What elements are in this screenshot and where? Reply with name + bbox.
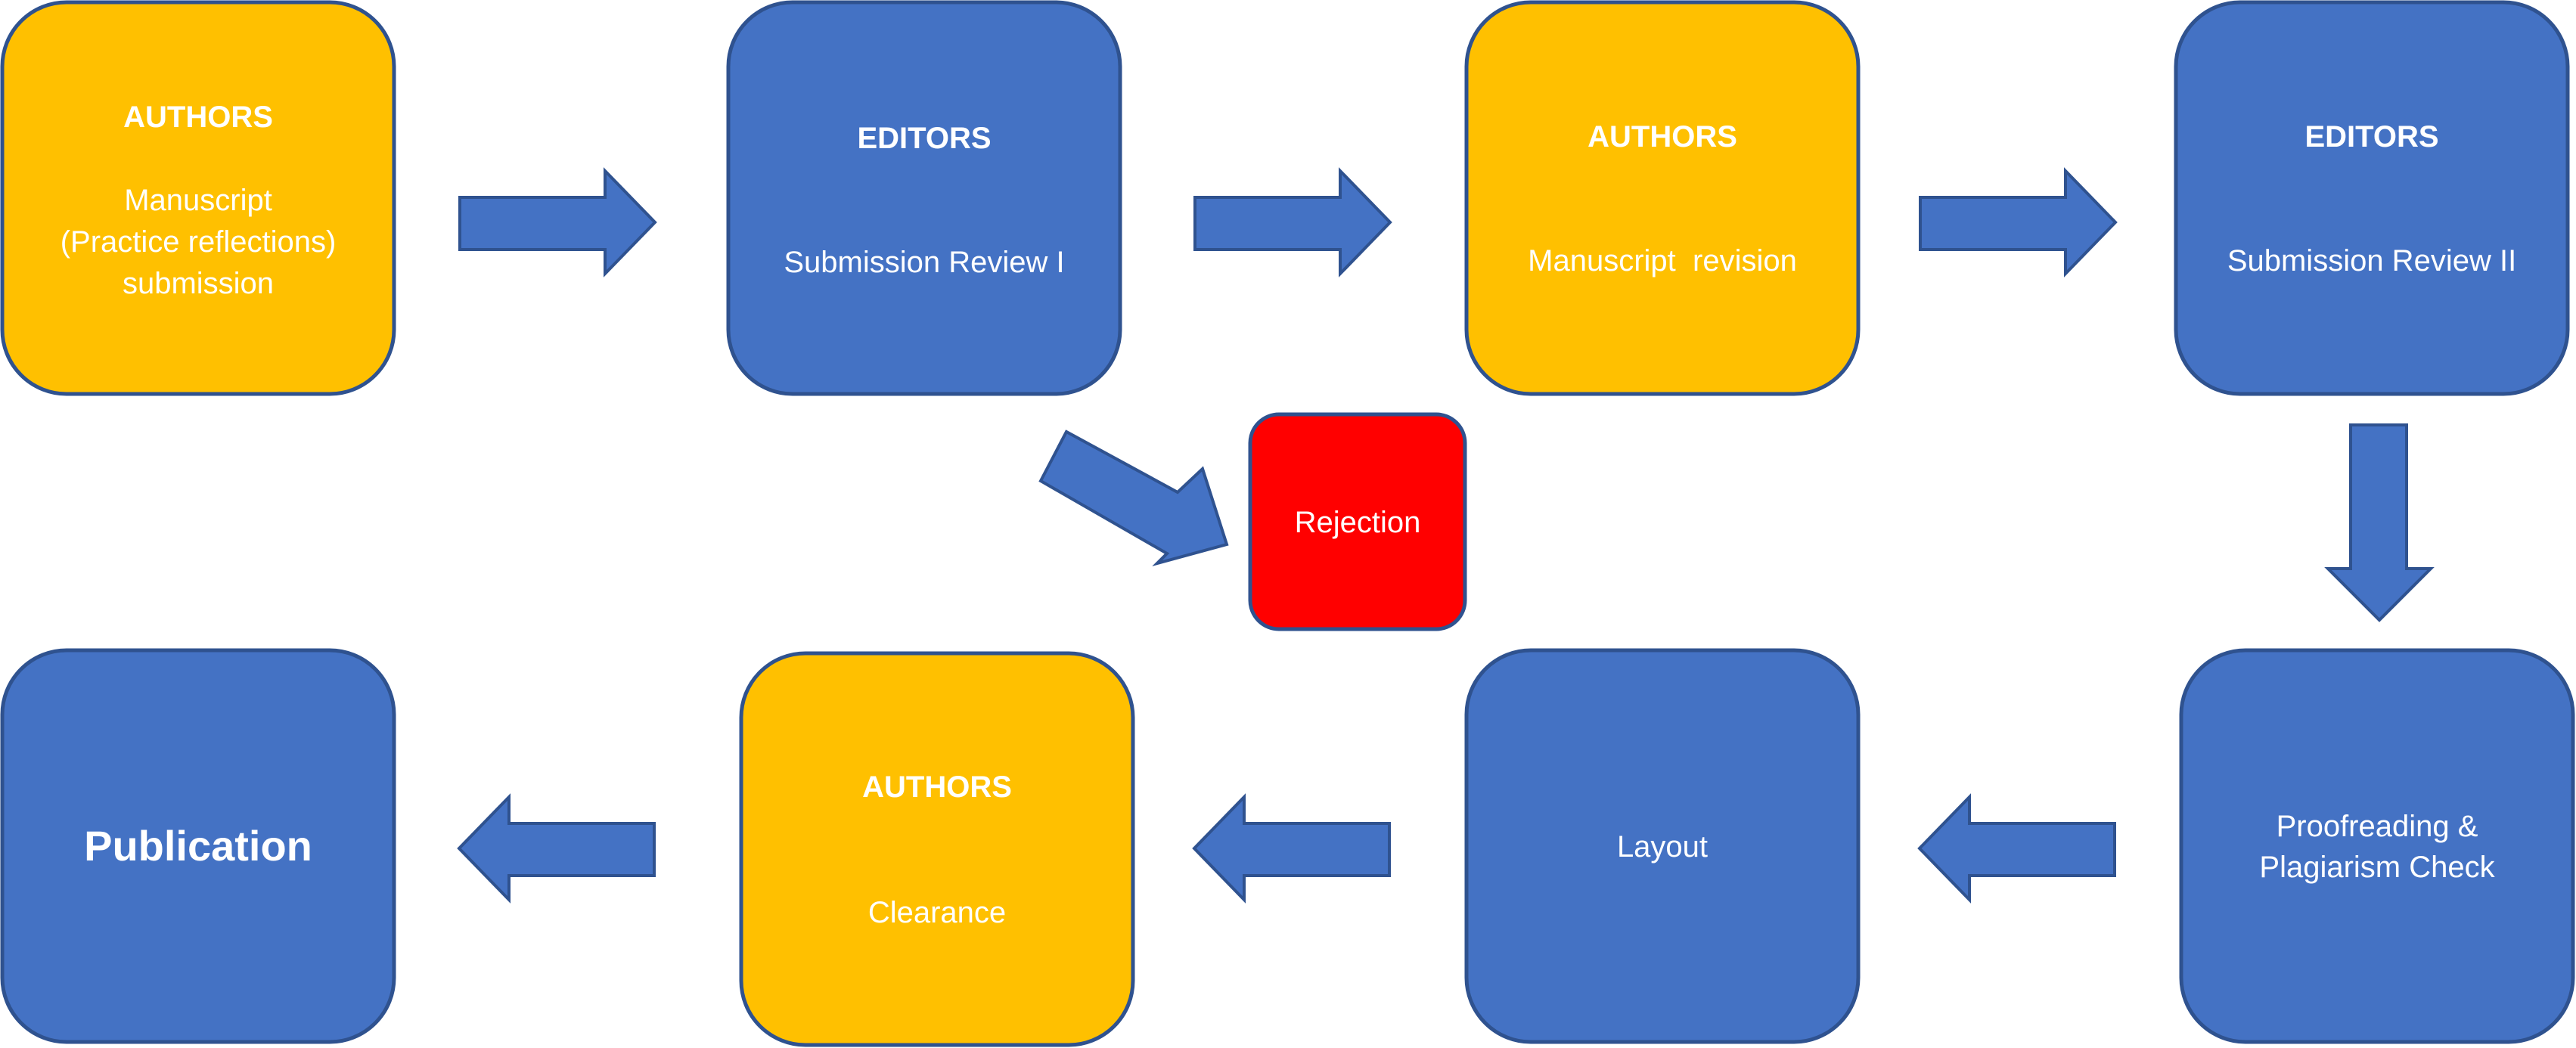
arrow-right-icon [1919, 167, 2118, 278]
node-layout: Layout [1464, 648, 1861, 1044]
node-label-line: submission [123, 267, 274, 300]
arrow-left-icon [1192, 793, 1391, 904]
node-role-label: EDITORS [2304, 120, 2438, 153]
node-label-line: Proofreading & [2277, 810, 2478, 843]
node-role-label: AUTHORS [1587, 120, 1737, 153]
arrow-down-icon [2324, 423, 2435, 622]
node-proofreading: Proofreading & Plagiarism Check [2179, 648, 2575, 1044]
node-label-line: (Practice reflections) [61, 225, 337, 259]
arrow-left-icon [457, 793, 656, 904]
node-rejection: Rejection [1248, 412, 1467, 631]
arrow-left-icon [1917, 793, 2116, 904]
node-authors-submission: AUTHORS Manuscript (Practice reflections… [0, 0, 396, 396]
node-editors-review-1: EDITORS Submission Review I [726, 0, 1122, 396]
node-editors-review-2: EDITORS Submission Review II [2174, 0, 2570, 396]
node-authors-clearance: AUTHORS Clearance [739, 651, 1135, 1047]
node-role-label: AUTHORS [123, 101, 273, 134]
node-label: Publication [84, 822, 312, 870]
node-label: Submission Review I [784, 246, 1064, 279]
arrow-right-icon [458, 167, 657, 278]
node-authors-revision: AUTHORS Manuscript revision [1464, 0, 1861, 396]
node-publication: Publication [0, 648, 396, 1044]
node-label: Layout [1617, 830, 1708, 864]
node-label: Clearance [868, 896, 1006, 929]
node-label-line: Manuscript [124, 184, 272, 217]
node-label-line: Plagiarism Check [2259, 851, 2495, 884]
node-label: Rejection [1295, 506, 1421, 539]
arrow-diagonal-icon [1038, 429, 1229, 566]
node-label: Manuscript revision [1528, 244, 1797, 278]
arrow-right-icon [1193, 167, 1392, 278]
node-role-label: EDITORS [857, 122, 991, 155]
node-label: Submission Review II [2227, 244, 2516, 278]
node-role-label: AUTHORS [862, 770, 1012, 804]
